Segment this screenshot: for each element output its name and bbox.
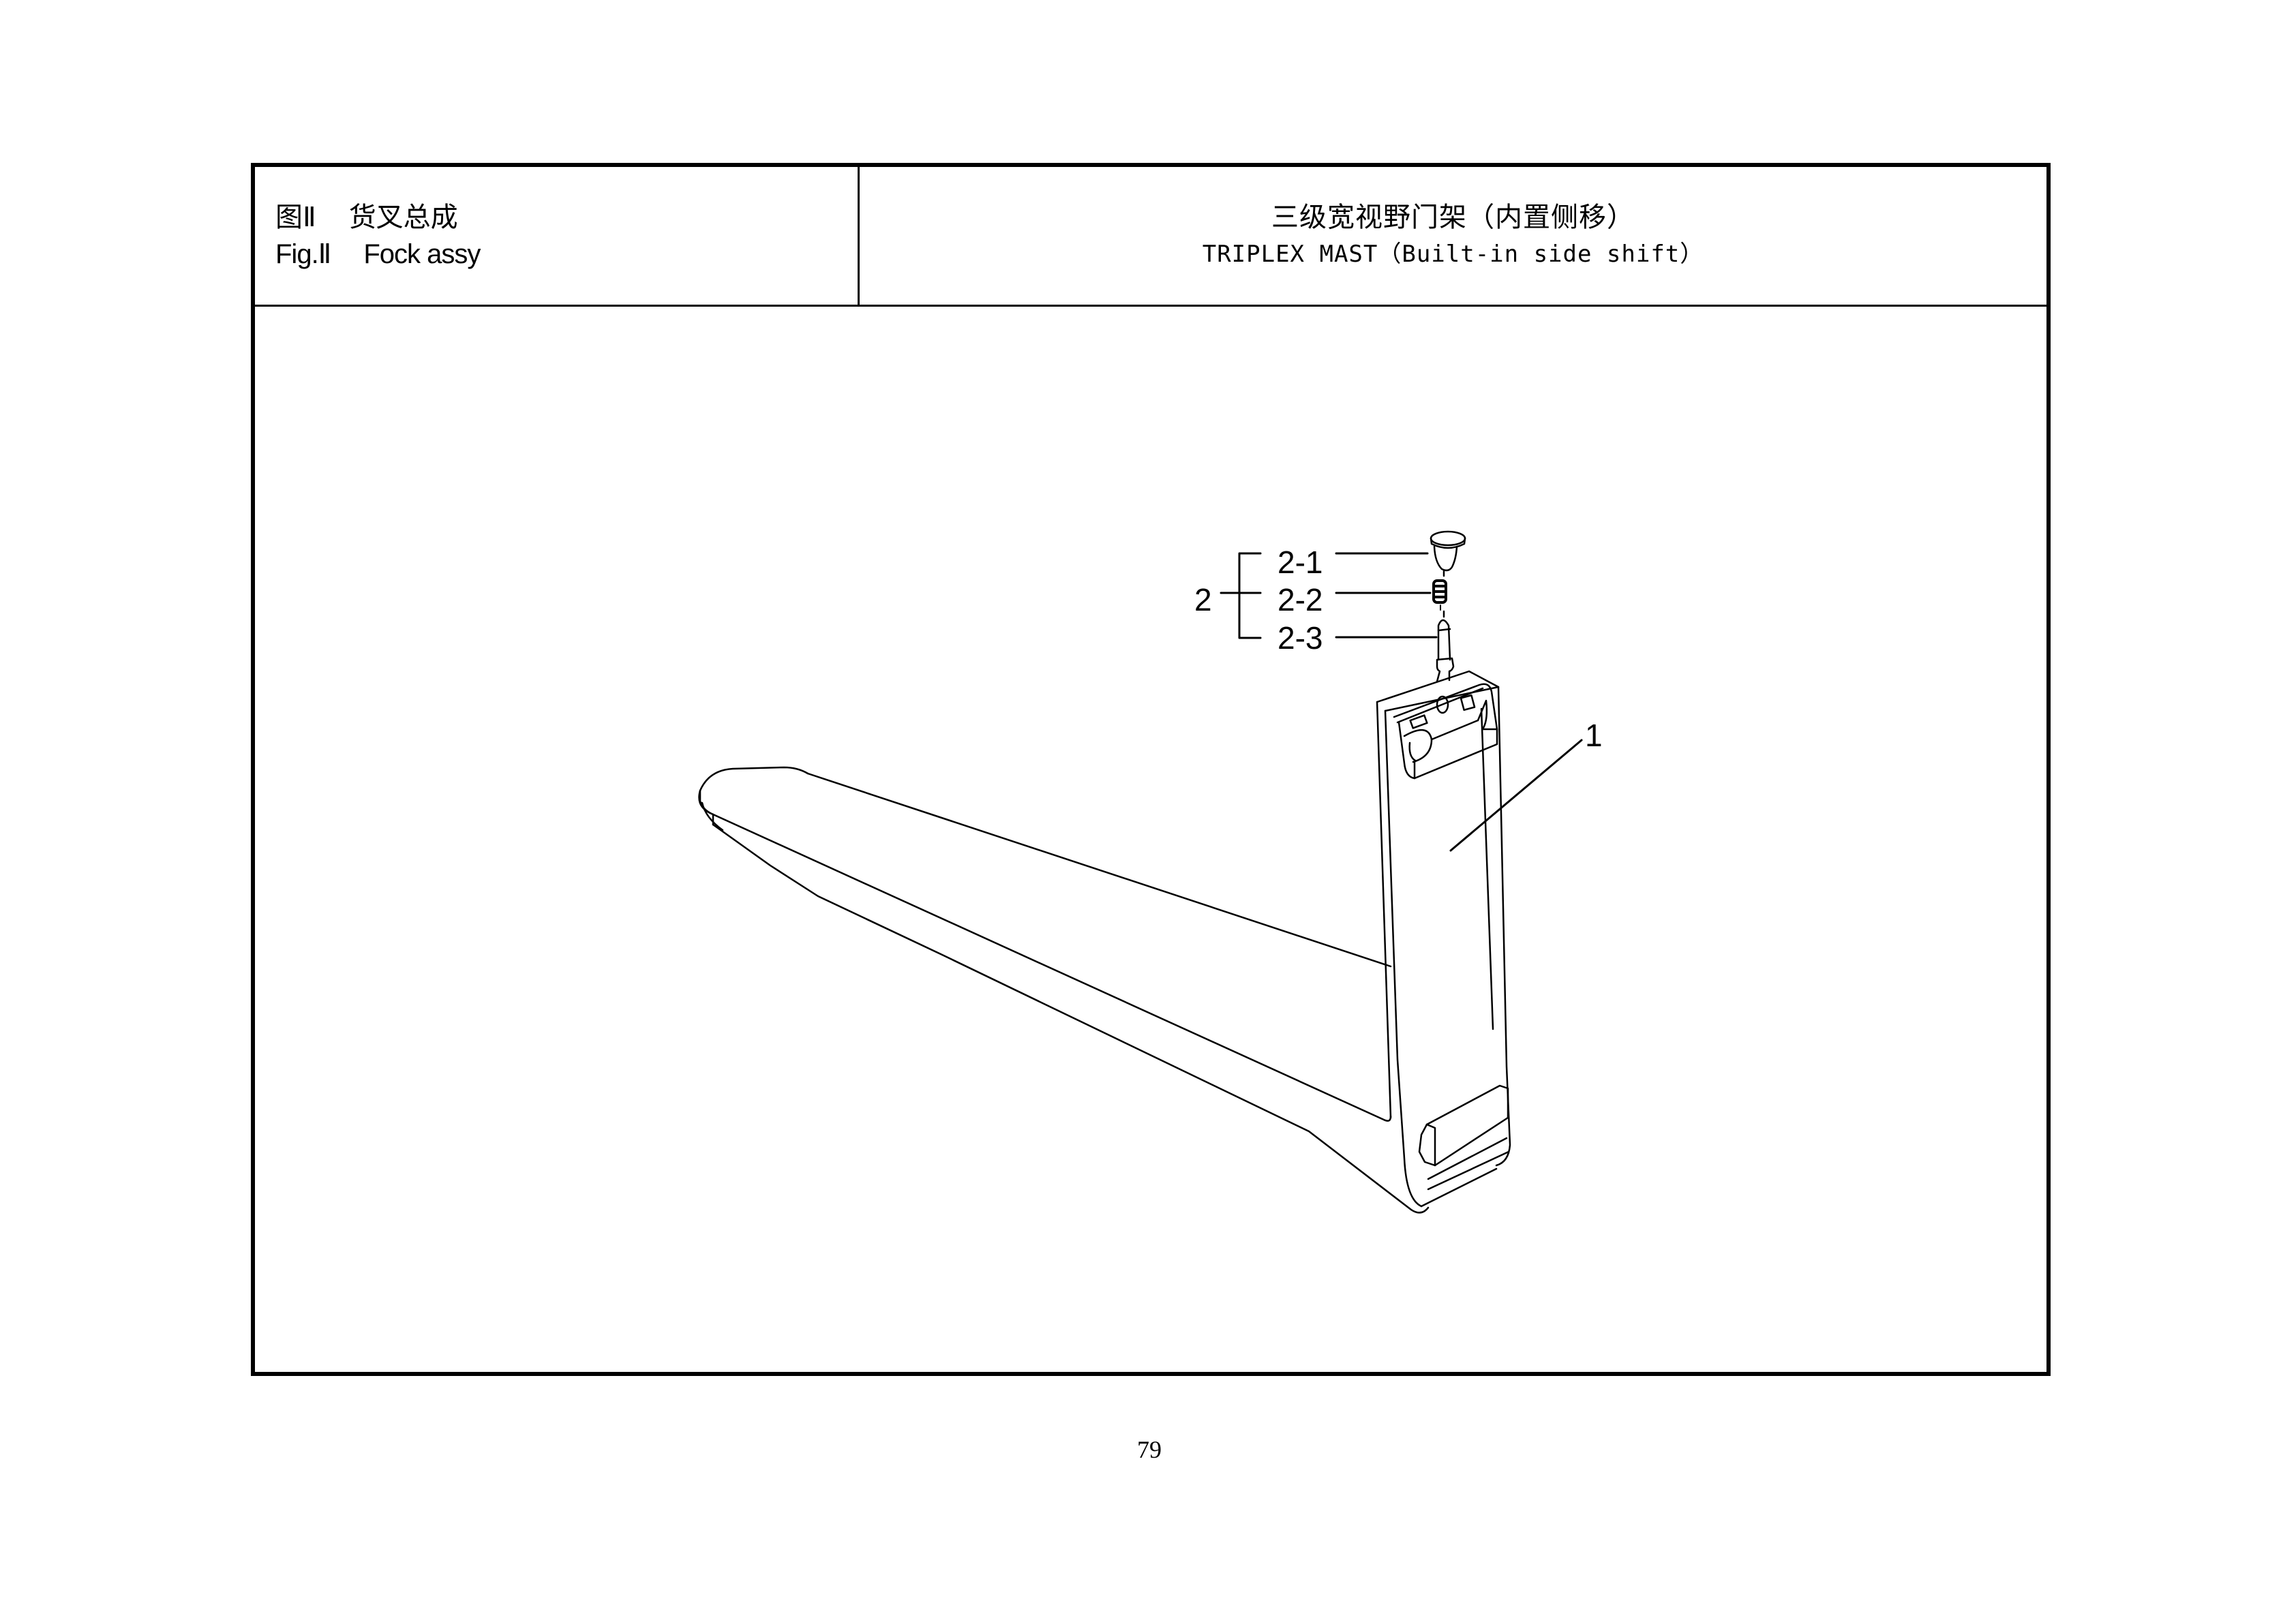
figure-frame: 图Ⅱ 货叉总成 Fig.Ⅱ Fock assy 三级宽视野门架（内置侧移） TRIP… (251, 163, 2051, 1376)
mast-title-chinese: 三级宽视野门架（内置侧移） (1271, 202, 1635, 232)
callout-bracket (1238, 552, 1262, 639)
figure-name-en: Fock assy (363, 239, 481, 269)
callout-1: 1 (1585, 718, 1603, 753)
mast-title-english: TRIPLEX MAST（Built-in side shift） (1202, 241, 1704, 268)
leader-1 (1449, 739, 1583, 852)
lock-pin (1436, 610, 1455, 683)
callout-labels: 2-1 2-2 2-3 2 1 (1194, 545, 1603, 753)
spring (1432, 579, 1447, 611)
figure-title-english: Fig.Ⅱ Fock assy (275, 238, 481, 271)
figure-number-cn: 图Ⅱ (275, 202, 316, 232)
callout-2-2: 2-2 (1278, 582, 1323, 617)
callout-2-3: 2-3 (1278, 620, 1323, 656)
lock-knob (1430, 530, 1466, 577)
fork-blade (698, 766, 1430, 1214)
figure-number-en: Fig.Ⅱ (275, 239, 331, 269)
figure-name-cn: 货叉总成 (348, 202, 458, 232)
figure-title-cell: 图Ⅱ 货叉总成 Fig.Ⅱ Fock assy (255, 167, 860, 305)
fork-shank (1376, 670, 1511, 1208)
leader-lines (1220, 552, 1583, 852)
callout-2-1: 2-1 (1278, 545, 1323, 580)
fork-hook-bracket (1393, 683, 1498, 780)
page-number: 79 (1137, 1436, 1162, 1463)
mast-title-cell: 三级宽视野门架（内置侧移） TRIPLEX MAST（Built-in side… (860, 167, 2046, 305)
figure-header: 图Ⅱ 货叉总成 Fig.Ⅱ Fock assy 三级宽视野门架（内置侧移） TRIP… (255, 167, 2046, 307)
callout-2: 2 (1194, 582, 1212, 617)
figure-title-chinese: 图Ⅱ 货叉总成 (275, 201, 458, 234)
